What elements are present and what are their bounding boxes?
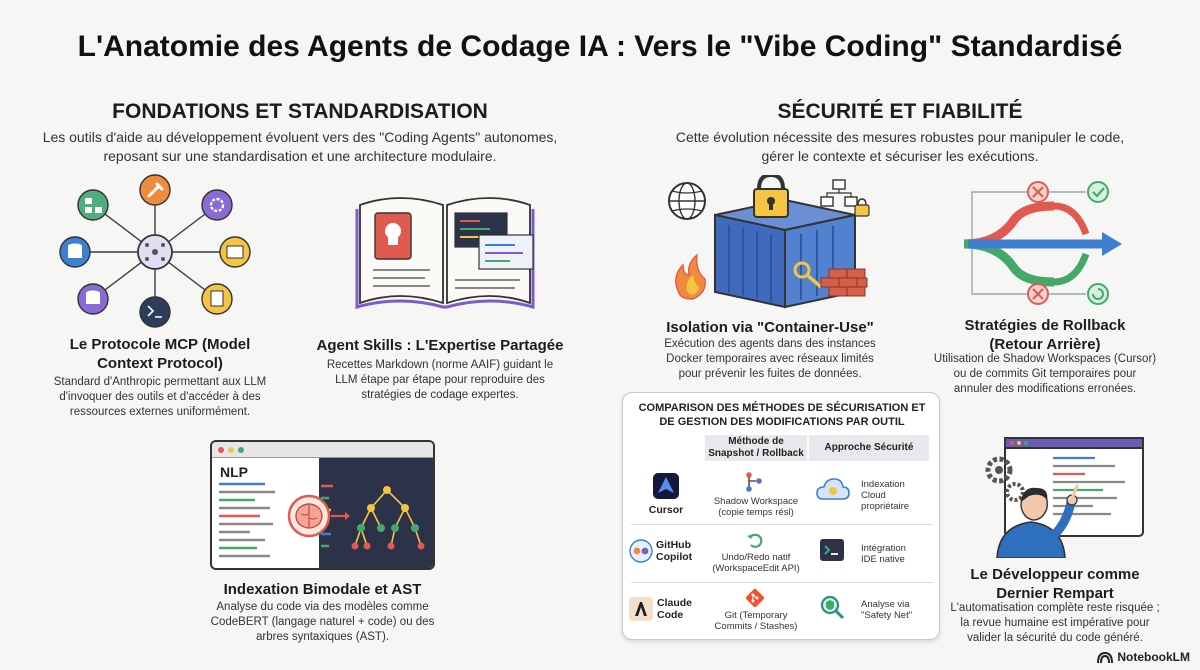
- undo-icon: [747, 533, 763, 548]
- page-title: L'Anatomie des Agents de Codage IA : Ver…: [77, 30, 1123, 63]
- left-section-description: Les outils d'aide au développement évolu…: [42, 129, 558, 164]
- right-section-description: Cette évolution nécessite des mesures ro…: [675, 129, 1125, 164]
- cell-method-cursor: Shadow Workspace(copie temps résl): [713, 496, 799, 518]
- cell-security-claude: Analyse via"Safety Net": [861, 599, 913, 621]
- indexation-title: Indexation Bimodale et AST: [223, 581, 422, 598]
- developer-description: L'automatisation complète reste risquée …: [950, 602, 1160, 644]
- git-icon: [745, 588, 765, 608]
- rollback-title: Stratégies de Rollback (Retour Arrière): [964, 317, 1126, 353]
- rollback-description: Utilisation de Shadow Workspaces (Cursor…: [933, 353, 1157, 395]
- branch-arrows-icon: [963, 181, 1122, 305]
- right-section-heading: SÉCURITÉ ET FIABILITÉ: [777, 100, 1023, 123]
- brain-tree-icon: [219, 482, 425, 558]
- left-section-heading: FONDATIONS ET STANDARDISATION: [112, 100, 488, 123]
- cloud-icon: [816, 478, 850, 500]
- skills-title: Agent Skills : L'Expertise Partagée: [316, 337, 564, 354]
- table-row-cursor: Cursor: [633, 473, 699, 516]
- table-title: COMPARISON DES MÉTHODES DE SÉCURISATION …: [638, 402, 926, 428]
- comparison-table: COMPARISON DES MÉTHODES DE SÉCURISATION …: [622, 392, 940, 640]
- developer-title: Le Développeur comme Dernier Rempart: [970, 566, 1140, 602]
- container-title: Isolation via "Container-Use": [666, 319, 874, 336]
- cell-method-copilot: Undo/Redo natif(WorkspaceEdit API): [712, 552, 800, 574]
- container-description: Exécution des agents dans des instances …: [664, 338, 876, 380]
- copilot-logo-icon: [629, 539, 653, 563]
- container-icon: [668, 175, 870, 309]
- search-shield-icon: [820, 595, 845, 620]
- skills-description: Recettes Markdown (norme AAIF) guidant l…: [326, 359, 554, 401]
- branch-icon: [746, 472, 762, 492]
- terminal-small-icon: [820, 539, 844, 561]
- col-header-security: Approche Sécurité: [809, 435, 929, 461]
- indexation-description: Analyse du code via des modèles comme Co…: [210, 601, 435, 643]
- hub-network-icon: [59, 174, 251, 328]
- mcp-description: Standard d'Anthropic permettant aux LLM …: [53, 376, 267, 418]
- notebooklm-branding: NotebookLM: [1097, 650, 1190, 664]
- developer-icon: [985, 437, 1144, 558]
- open-book-icon: [355, 197, 535, 309]
- notebooklm-logo-icon: [1097, 651, 1114, 664]
- cursor-logo-icon: [653, 473, 679, 499]
- mcp-title: Le Protocole MCP (Model Context Protocol…: [69, 336, 251, 372]
- claude-logo-icon: [629, 597, 653, 621]
- nlp-label: NLP: [220, 464, 248, 480]
